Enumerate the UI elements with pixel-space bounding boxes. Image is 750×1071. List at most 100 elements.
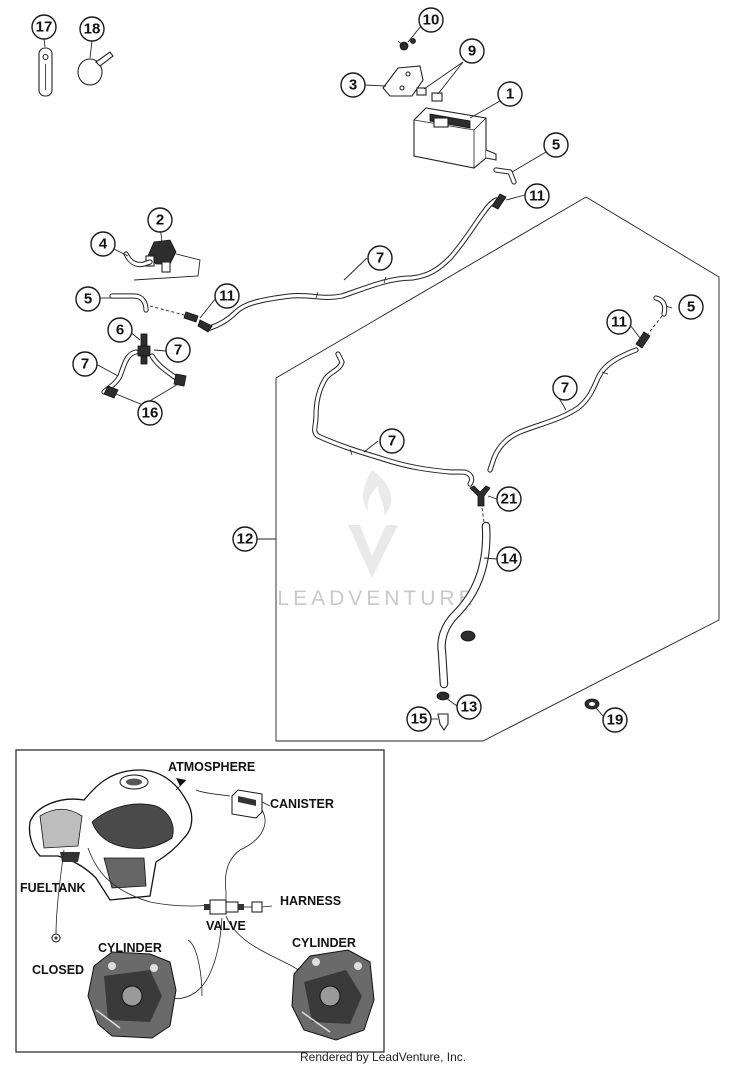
leader-lines	[43, 25, 673, 720]
watermark-text: LEADVENTURE	[277, 587, 476, 610]
callout-5-left: 5	[75, 286, 101, 312]
label-valve: VALVE	[206, 919, 246, 933]
svg-text:17: 17	[36, 19, 53, 36]
tee-6	[137, 333, 151, 365]
svg-text:10: 10	[423, 12, 440, 29]
hose-7-left-b	[149, 353, 179, 381]
hose-7-right	[487, 347, 639, 473]
clips-9	[416, 87, 443, 102]
svg-text:16: 16	[142, 405, 159, 422]
hose-7-upper	[207, 197, 499, 331]
svg-text:1: 1	[506, 86, 514, 103]
valve-2	[145, 239, 177, 273]
strap-17	[38, 47, 53, 97]
svg-text:2: 2	[156, 212, 164, 229]
hose-5-right	[653, 295, 668, 317]
svg-text:6: 6	[116, 322, 124, 339]
svg-text:7: 7	[81, 356, 89, 373]
label-harness: HARNESS	[280, 894, 341, 908]
callout-2: 2	[147, 207, 173, 233]
label-cylinder-left: CYLINDER	[98, 941, 162, 955]
svg-text:19: 19	[607, 712, 624, 729]
svg-text:4: 4	[99, 236, 108, 253]
y-connector-21	[469, 485, 491, 507]
callout-11-left: 11	[214, 283, 240, 309]
bracket-3	[382, 65, 424, 97]
svg-text:21: 21	[501, 491, 518, 508]
callout-13: 13	[456, 694, 482, 720]
inset-cylinder-right	[291, 949, 375, 1041]
svg-text:7: 7	[561, 380, 569, 397]
inset-valve-illustration	[204, 899, 273, 915]
label-fueltank: FUELTANK	[20, 881, 86, 895]
callout-7-top: 7	[367, 245, 393, 271]
callout-21: 21	[496, 486, 522, 512]
label-closed: CLOSED	[32, 963, 84, 977]
svg-text:11: 11	[219, 288, 235, 305]
callout-9: 9	[459, 38, 485, 64]
callout-17: 17	[31, 14, 57, 40]
watermark-flame-icon	[348, 470, 398, 578]
svg-text:5: 5	[84, 291, 92, 308]
fitting-11-left	[183, 311, 213, 333]
hose-5-canister	[493, 167, 517, 185]
fitting-11-upper	[491, 193, 507, 210]
label-canister: CANISTER	[270, 797, 334, 811]
fuel-tank-illustration	[28, 769, 193, 901]
callout-15: 15	[406, 706, 432, 732]
hose-5-left	[109, 293, 149, 313]
callout-5-top: 5	[543, 132, 569, 158]
clamp-19	[584, 698, 600, 710]
callout-5-right: 5	[678, 294, 704, 320]
inset-closed-plug	[51, 933, 61, 943]
callout-12: 12	[232, 526, 258, 552]
kit-12-outline	[275, 196, 720, 742]
callout-16: 16	[137, 400, 163, 426]
svg-text:5: 5	[552, 137, 560, 154]
cable-tie-18	[77, 51, 114, 86]
svg-text:5: 5	[687, 299, 695, 316]
svg-text:7: 7	[174, 342, 182, 359]
callout-18: 18	[79, 16, 105, 42]
svg-text:7: 7	[376, 250, 384, 267]
callout-6: 6	[107, 317, 133, 343]
label-atmosphere: ATMOSPHERE	[168, 760, 255, 774]
canister-1	[413, 107, 497, 169]
plug-15	[437, 713, 449, 731]
svg-text:11: 11	[529, 188, 545, 205]
clamp-on-hose	[460, 630, 476, 642]
callout-11-right: 11	[606, 309, 632, 335]
hose-14	[437, 521, 491, 689]
inset-cylinder-left	[87, 951, 177, 1039]
svg-text:11: 11	[611, 314, 627, 331]
inset-routing-lines	[55, 779, 301, 1000]
svg-text:14: 14	[501, 551, 518, 568]
callout-4: 4	[90, 231, 116, 257]
caps-16	[103, 373, 187, 399]
callout-10: 10	[418, 7, 444, 33]
callout-11-top: 11	[524, 183, 550, 209]
watermark: LEADVENTURE	[277, 470, 476, 610]
inset-canister-illustration	[231, 789, 271, 819]
callout-1: 1	[497, 81, 523, 107]
svg-text:9: 9	[468, 43, 476, 60]
svg-text:12: 12	[237, 531, 254, 548]
label-cylinder-right: CYLINDER	[292, 936, 356, 950]
routing-inset: ATMOSPHERE CANISTER FUELTANK HARNESS VAL…	[15, 749, 385, 1053]
hose-7-kit-left	[312, 351, 475, 487]
svg-text:7: 7	[388, 433, 396, 450]
svg-text:18: 18	[84, 21, 101, 38]
svg-text:13: 13	[461, 699, 478, 716]
svg-text:3: 3	[349, 77, 357, 94]
bolt-10	[397, 38, 416, 51]
callout-7-kit: 7	[379, 428, 405, 454]
callout-7-left-b: 7	[165, 337, 191, 363]
callout-19: 19	[602, 707, 628, 733]
rendered-by-footer: Rendered by LeadVenture, Inc.	[300, 1050, 467, 1064]
callout-14: 14	[496, 546, 522, 572]
svg-text:15: 15	[411, 711, 428, 728]
callout-3: 3	[340, 72, 366, 98]
callout-7-left-a: 7	[72, 351, 98, 377]
fitting-11-right	[635, 331, 651, 349]
